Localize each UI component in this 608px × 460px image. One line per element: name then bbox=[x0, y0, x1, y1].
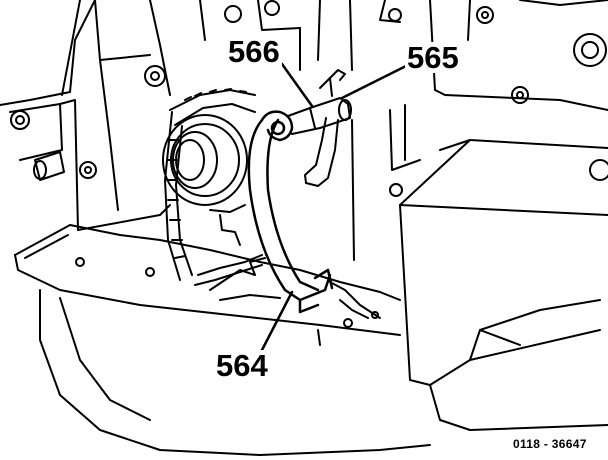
callout-565: 565 bbox=[405, 40, 461, 75]
leader-565 bbox=[340, 64, 408, 100]
tensioner-spring bbox=[304, 69, 346, 187]
crankcase-right bbox=[399, 0, 608, 431]
engine-block bbox=[0, 0, 421, 261]
callout-564: 564 bbox=[214, 348, 270, 383]
leader-564 bbox=[260, 290, 294, 352]
leader-566 bbox=[280, 62, 314, 108]
timing-chain bbox=[164, 88, 263, 286]
lower-chain-detail bbox=[209, 257, 381, 319]
oil-pan bbox=[14, 224, 431, 456]
figure-reference-code: 0118 - 36647 bbox=[513, 437, 587, 451]
guide-rail bbox=[247, 110, 334, 314]
sprocket bbox=[162, 114, 248, 246]
leader-lines bbox=[260, 62, 408, 352]
tensioner-pin bbox=[287, 97, 352, 135]
callout-566: 566 bbox=[226, 34, 282, 69]
